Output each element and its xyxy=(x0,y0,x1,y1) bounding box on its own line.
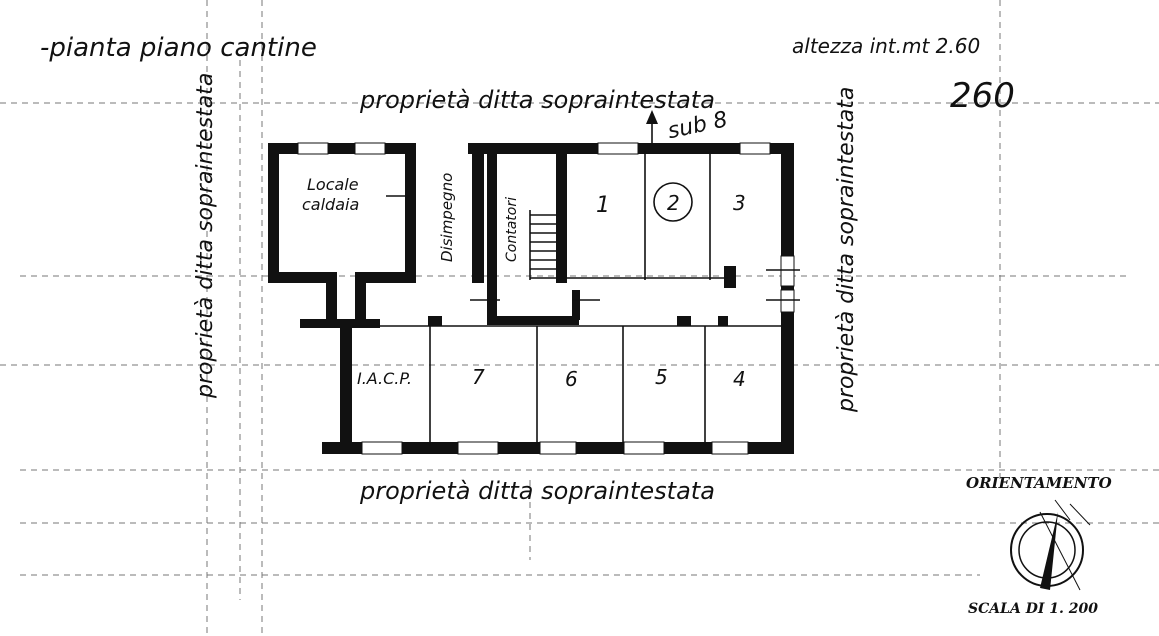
room-label-7: 7 xyxy=(472,365,485,389)
room-label-2: 2 xyxy=(667,191,680,215)
boundary-label-right: proprietà ditta sopraintestata xyxy=(834,87,859,413)
room-label-contatori: Contatori xyxy=(504,197,520,262)
room-label-caldaia: caldaia xyxy=(302,195,359,214)
room-label-4: 4 xyxy=(733,367,746,391)
boundary-label-top: proprietà ditta sopraintestata xyxy=(359,86,715,114)
walls xyxy=(268,143,794,454)
partitions xyxy=(352,150,781,446)
height-note: altezza int.mt 2.60 xyxy=(792,34,980,58)
sub-arrow-head xyxy=(646,110,658,124)
scale-label: SCALA DI 1. 200 xyxy=(968,601,1098,617)
stairs xyxy=(529,210,556,280)
boundary-label-bottom: proprietà ditta sopraintestata xyxy=(359,477,715,505)
room-label-6: 6 xyxy=(565,367,578,391)
room-label-3: 3 xyxy=(733,191,746,215)
room-label-iacp: I.A.C.P. xyxy=(357,369,412,388)
room-label-1: 1 xyxy=(596,193,610,218)
plan-title: -pianta piano cantine xyxy=(40,33,317,63)
room-2-circle xyxy=(653,182,693,222)
room-label-5: 5 xyxy=(655,365,668,389)
room-label-locale: Locale xyxy=(307,175,359,194)
orientation-title: ORIENTAMENTO xyxy=(966,474,1112,492)
compass-icon xyxy=(1010,499,1091,591)
boundary-label-left: proprietà ditta sopraintestata xyxy=(193,73,218,399)
room-label-disimpegno: Disimpegno xyxy=(438,173,456,262)
windows xyxy=(297,142,795,455)
door-arrows xyxy=(386,195,800,301)
height-number: 260 xyxy=(950,76,1015,116)
